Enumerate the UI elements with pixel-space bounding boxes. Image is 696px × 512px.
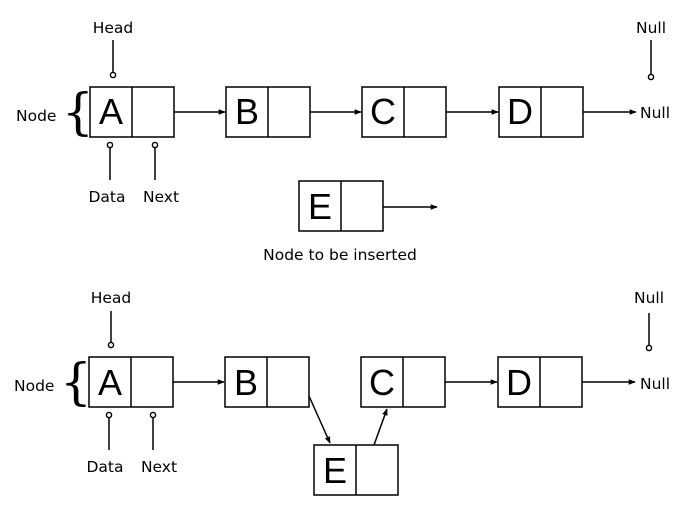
node-a-data-bottom: A <box>98 362 122 403</box>
bottom-linked-list: Head Null Node { A B C D <box>14 289 670 496</box>
head-pointer-dot <box>109 71 117 79</box>
node-label: Node <box>16 107 56 125</box>
node-e-bottom: E <box>313 444 399 496</box>
data-label-bottom: Data <box>86 458 123 476</box>
node-d-data-bottom: D <box>506 362 532 403</box>
node-brace-bottom: { <box>60 353 92 411</box>
node-c-data: C <box>370 91 396 132</box>
insert-node-group: E Node to be inserted <box>263 180 438 264</box>
top-linked-list: Head Null Node { A B C D <box>16 19 670 206</box>
node-b-data: B <box>235 91 259 132</box>
data-label: Data <box>88 188 125 206</box>
head-pointer-dot-bottom <box>107 341 115 349</box>
node-b: B <box>225 86 311 138</box>
node-d-bottom: D <box>497 356 583 408</box>
node-a-data: A <box>99 91 123 132</box>
node-b-bottom: B <box>224 356 310 408</box>
null-label-end: Null <box>640 104 670 122</box>
node-a: A <box>89 86 175 138</box>
node-e-data-bottom: E <box>323 450 347 491</box>
arrow-e-to-c <box>373 408 388 446</box>
node-c-bottom: C <box>360 356 446 408</box>
next-pointer-dot <box>151 141 159 149</box>
null-pointer-dot <box>647 73 655 81</box>
node-brace: { <box>62 83 94 141</box>
head-label-bottom: Head <box>91 289 132 307</box>
null-label-top: Null <box>636 19 666 37</box>
head-label: Head <box>93 19 134 37</box>
arrow-b-to-e <box>308 395 331 444</box>
node-c-data-bottom: C <box>369 362 395 403</box>
node-e-data: E <box>308 186 332 227</box>
node-a-bottom: A <box>88 356 174 408</box>
node-d: D <box>498 86 584 138</box>
next-pointer-dot-bottom <box>149 411 157 419</box>
node-c: C <box>361 86 447 138</box>
null-label-top-bottom: Null <box>634 289 664 307</box>
node-b-data-bottom: B <box>234 362 258 403</box>
null-label-end-bottom: Null <box>640 375 670 393</box>
node-d-data: D <box>507 91 533 132</box>
next-label-bottom: Next <box>141 458 177 476</box>
insert-caption: Node to be inserted <box>263 246 417 264</box>
null-pointer-dot-bottom <box>645 344 653 352</box>
next-label: Next <box>143 188 179 206</box>
data-pointer-dot-bottom <box>105 411 113 419</box>
node-label-bottom: Node <box>14 377 54 395</box>
data-pointer-dot <box>106 141 114 149</box>
